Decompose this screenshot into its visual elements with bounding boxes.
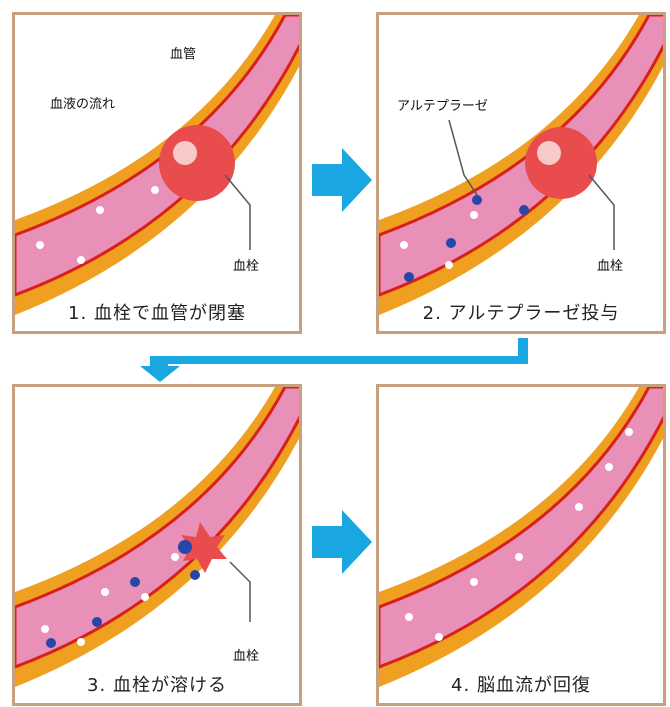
blood-flow-label: 血液の流れ [50,93,115,112]
return-arrow-icon [140,338,530,386]
right-arrow-icon [312,510,372,578]
clot-label: 血栓 [597,255,623,274]
vessel-illustration [379,15,666,334]
vessel-illustration [379,387,666,706]
panel-caption: 2. アルテプラーゼ投与 [379,299,663,325]
clot-label: 血栓 [233,645,259,664]
panel-caption: 3. 血栓が溶ける [15,671,299,697]
blood-clot [159,125,235,201]
panel-caption: 4. 脳血流が回復 [379,671,663,697]
panel-4-blood-flow-restored: 4. 脳血流が回復 [376,384,666,706]
alteplase-label: アルテプラーゼ [397,95,488,114]
vessel-illustration [15,15,302,334]
vessel-label: 血管 [170,43,196,62]
right-arrow-icon [312,148,372,216]
panel-3-clot-dissolves: 血栓 3. 血栓が溶ける [12,384,302,706]
blood-clot [525,127,597,199]
panel-2-alteplase-administration: アルテプラーゼ 血栓 2. アルテプラーゼ投与 [376,12,666,334]
clot-label: 血栓 [233,255,259,274]
panel-caption: 1. 血栓で血管が閉塞 [15,299,299,325]
panel-1-blood-clot-occlusion: 血管 血液の流れ 血栓 1. 血栓で血管が閉塞 [12,12,302,334]
